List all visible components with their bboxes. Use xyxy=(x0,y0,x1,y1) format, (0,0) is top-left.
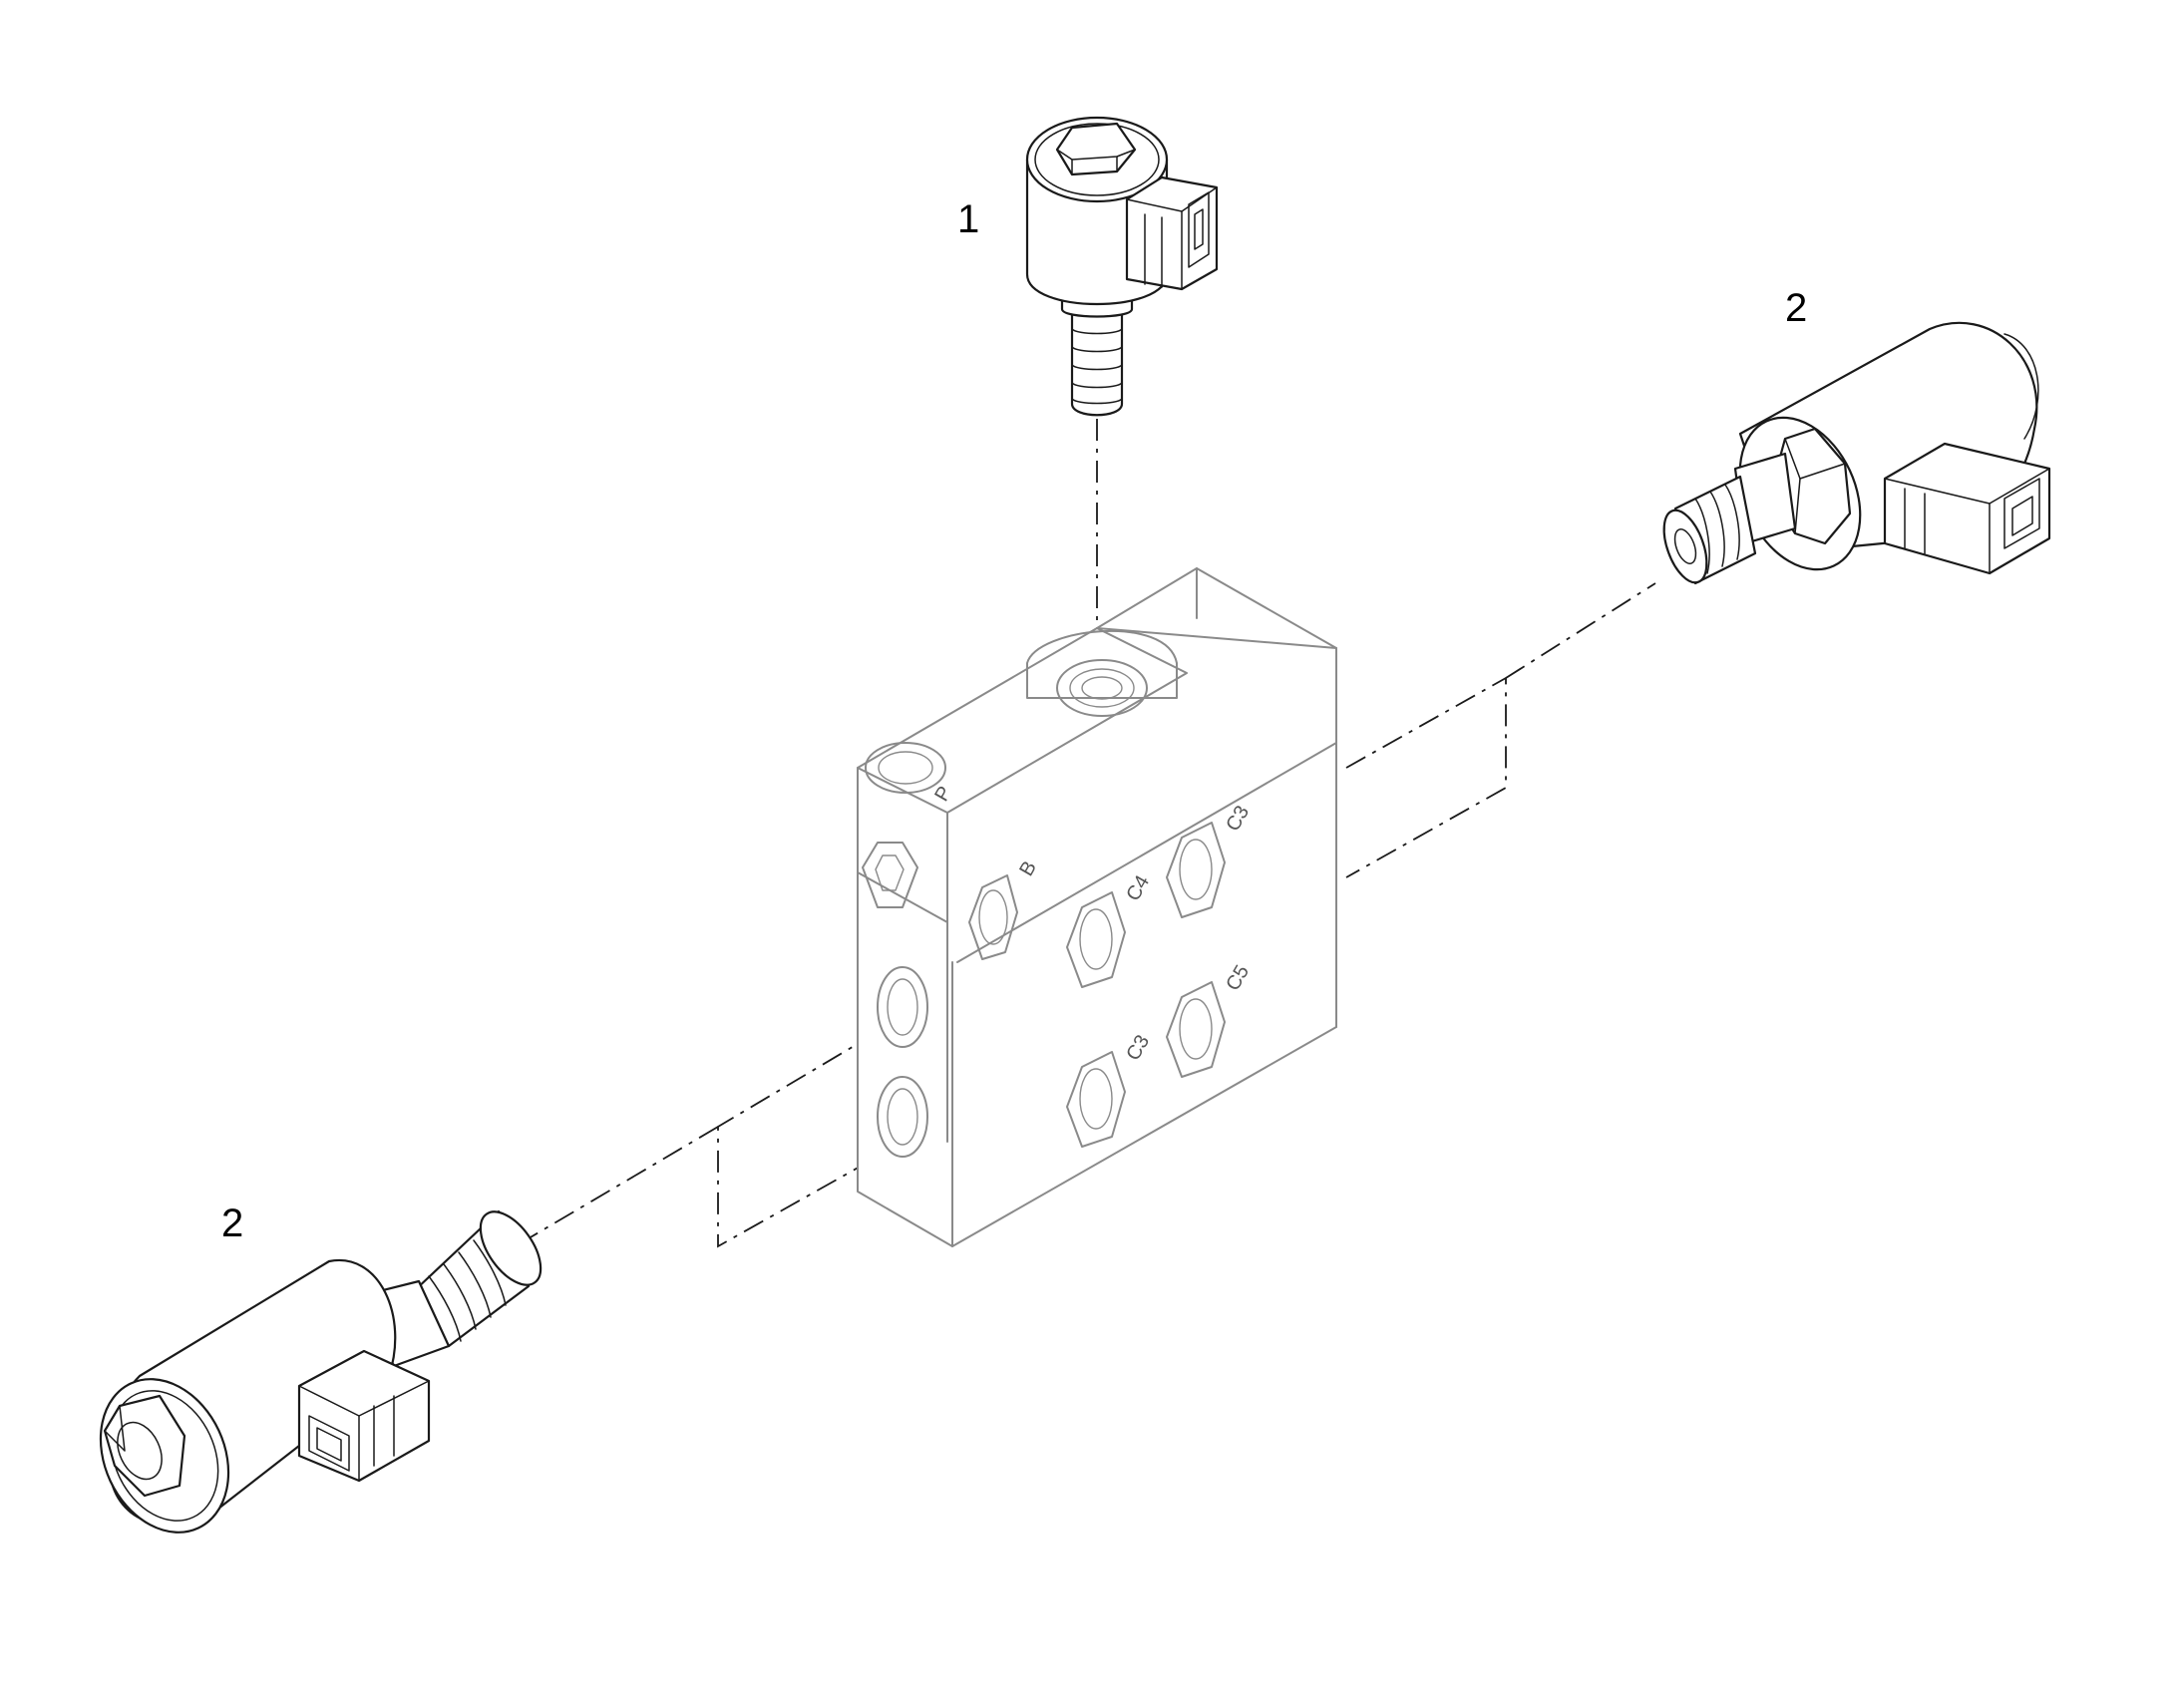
solenoid-valve-2-left xyxy=(99,1209,543,1534)
callout-2-right: 2 xyxy=(1785,286,1807,330)
hex-socket-plug xyxy=(862,842,918,908)
solenoid-valve-2-right xyxy=(1662,321,2051,585)
assembly-center-lines xyxy=(523,419,1656,1248)
solenoid-valve-1 xyxy=(1025,116,1219,417)
side-port-lower xyxy=(877,1076,928,1158)
top-port-boss xyxy=(1026,629,1178,717)
port-b xyxy=(968,874,1018,960)
port-c4 xyxy=(1066,891,1126,988)
callout-1: 1 xyxy=(957,197,979,241)
side-port-upper xyxy=(877,966,928,1048)
port-c5 xyxy=(1166,981,1226,1078)
port-c3-bottom xyxy=(1066,1051,1126,1148)
valve-block: P B C4 C3 C5 C3 xyxy=(857,567,1337,1247)
callout-labels: 1 2 2 xyxy=(221,197,1807,1245)
port-c3-top xyxy=(1166,822,1226,918)
port-p xyxy=(865,742,946,794)
callout-2-left: 2 xyxy=(221,1201,243,1245)
